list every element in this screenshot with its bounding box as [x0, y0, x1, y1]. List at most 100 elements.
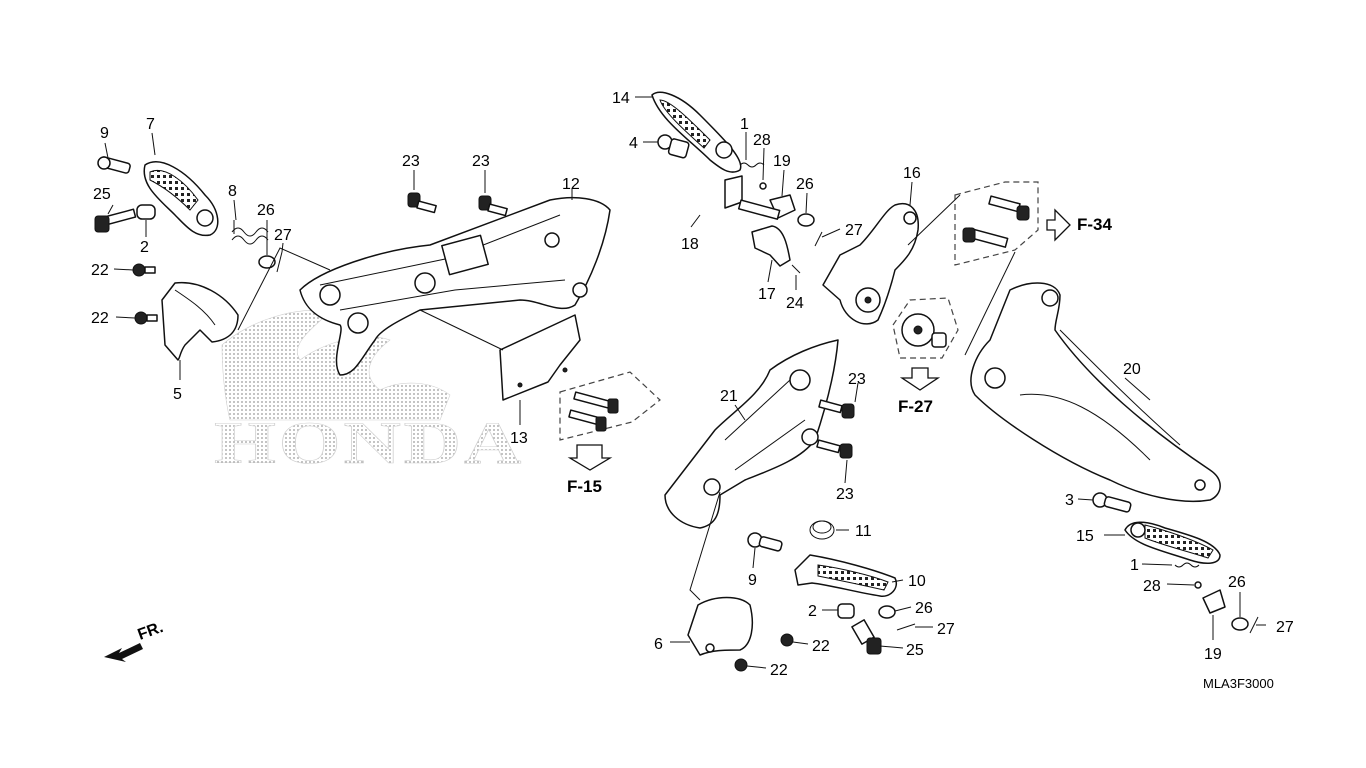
callout-8: 8 — [228, 183, 237, 200]
callout-27: 27 — [1276, 619, 1294, 636]
callout-23: 23 — [472, 153, 490, 170]
heel-guard-5-left[interactable] — [161, 281, 239, 361]
bolt-22-right-a[interactable] — [780, 633, 794, 647]
bolt-25-left[interactable] — [94, 208, 137, 233]
bolt-25-right[interactable] — [851, 619, 882, 655]
callout-9: 9 — [100, 125, 109, 142]
callout-15: 15 — [1076, 528, 1094, 545]
ref-f15[interactable]: F-15 — [567, 477, 602, 496]
callout-2: 2 — [808, 603, 817, 620]
front-label: FR. — [136, 619, 166, 644]
callout-12: 12 — [562, 176, 580, 193]
heel-guard-6-right[interactable] — [687, 596, 753, 656]
rider-footpeg-left[interactable] — [143, 161, 219, 237]
spring-11[interactable] — [809, 520, 835, 540]
f15-down-arrow[interactable] — [567, 444, 613, 471]
callout-18: 18 — [681, 236, 699, 253]
watermark-text: HONDA — [214, 410, 524, 476]
callout-19: 19 — [1204, 646, 1222, 663]
pivot-bolt-18[interactable] — [724, 175, 781, 220]
bolt-right-box-b[interactable] — [962, 227, 1009, 248]
bolt-left-box-b[interactable] — [568, 409, 607, 432]
callout-25: 25 — [906, 642, 924, 659]
callout-6: 6 — [654, 636, 663, 653]
callout-23: 23 — [848, 371, 866, 388]
washer-26-right[interactable] — [1231, 617, 1249, 631]
washer-26-lower[interactable] — [878, 605, 896, 619]
bolt-22-right-b[interactable] — [734, 658, 748, 672]
spring-1-upper[interactable] — [739, 162, 765, 168]
pin-4[interactable] — [657, 134, 690, 159]
bolt-callout-box-left — [559, 371, 661, 441]
f27-down-arrow[interactable] — [899, 367, 941, 391]
ref-f27[interactable]: F-27 — [898, 397, 933, 416]
bolt-22-upper-left[interactable] — [132, 263, 156, 277]
bracket-17[interactable] — [751, 225, 791, 267]
rider-footpeg-10-right[interactable] — [794, 554, 897, 597]
bolt-right-box-a[interactable] — [988, 195, 1030, 221]
callout-16: 16 — [903, 165, 921, 182]
front-arrow-icon — [104, 643, 143, 662]
bolt-callout-box-right — [954, 181, 1039, 266]
callout-10: 10 — [908, 573, 926, 590]
spring-8-left[interactable] — [231, 220, 269, 245]
callout-27: 27 — [274, 227, 292, 244]
ball-28-right[interactable] — [1194, 581, 1202, 589]
callout-9: 9 — [748, 572, 757, 589]
bolt-23-left-a[interactable] — [407, 192, 437, 214]
pin-24[interactable] — [791, 264, 801, 274]
washer-26-upper[interactable] — [797, 213, 815, 227]
step-bracket-12-left[interactable] — [299, 196, 611, 376]
collar-2-right[interactable] — [837, 603, 855, 619]
callout-3: 3 — [1065, 492, 1074, 509]
bolt-23-left-b[interactable] — [478, 195, 508, 217]
callout-1: 1 — [740, 116, 749, 133]
callout-17: 17 — [758, 286, 776, 303]
bolt-23-right-b[interactable] — [816, 439, 853, 459]
bolt-left-box-a[interactable] — [573, 391, 619, 414]
cotter-pin-27-left[interactable] — [276, 251, 283, 273]
spring-1-right[interactable] — [1174, 562, 1200, 568]
heat-guard-13-left[interactable] — [499, 314, 581, 401]
callout-28: 28 — [1143, 578, 1161, 595]
passenger-hanger-16[interactable] — [822, 203, 919, 325]
pin-3[interactable] — [1092, 492, 1132, 513]
right-lower-bracket-group — [664, 339, 916, 672]
cotter-pin-27-lower[interactable] — [896, 623, 916, 631]
callout-23: 23 — [402, 153, 420, 170]
f34-right-arrow[interactable] — [1046, 208, 1071, 242]
step-bracket-21-right[interactable] — [664, 339, 839, 529]
callout-7: 7 — [146, 116, 155, 133]
bolt-23-right-a[interactable] — [818, 399, 855, 419]
collar-2-left[interactable] — [136, 204, 156, 220]
pin-9-right[interactable] — [747, 532, 783, 552]
callout-22: 22 — [812, 638, 830, 655]
callout-27: 27 — [937, 621, 955, 638]
callout-26: 26 — [1228, 574, 1246, 591]
ball-28-upper[interactable] — [759, 182, 767, 190]
pin-9-left[interactable] — [97, 156, 131, 174]
callout-26: 26 — [796, 176, 814, 193]
cotter-pin-27-upper[interactable] — [814, 231, 823, 247]
ref-f34[interactable]: F-34 — [1077, 215, 1113, 234]
callout-21: 21 — [720, 388, 738, 405]
right-rider-footpeg-group — [651, 91, 959, 391]
callout-labels: 9 7 25 2 8 26 27 22 22 5 23 23 12 13 14 … — [91, 90, 1294, 679]
mount-plate[interactable] — [901, 313, 947, 348]
bolt-22-lower-left[interactable] — [134, 311, 158, 325]
passenger-bracket-20[interactable] — [970, 282, 1221, 503]
rider-footpeg-right[interactable] — [651, 91, 742, 173]
callout-22: 22 — [91, 310, 109, 327]
plate-19-right[interactable] — [1202, 589, 1226, 614]
cotter-pin-27-right[interactable] — [1249, 616, 1259, 634]
callout-4: 4 — [629, 135, 638, 152]
callout-24: 24 — [786, 295, 804, 312]
passenger-footpeg-15[interactable] — [1124, 521, 1221, 565]
callout-1: 1 — [1130, 557, 1139, 574]
callout-11: 11 — [855, 523, 872, 540]
callout-22: 22 — [770, 662, 788, 679]
callout-23: 23 — [836, 486, 854, 503]
front-direction-indicator: FR. — [104, 619, 166, 662]
